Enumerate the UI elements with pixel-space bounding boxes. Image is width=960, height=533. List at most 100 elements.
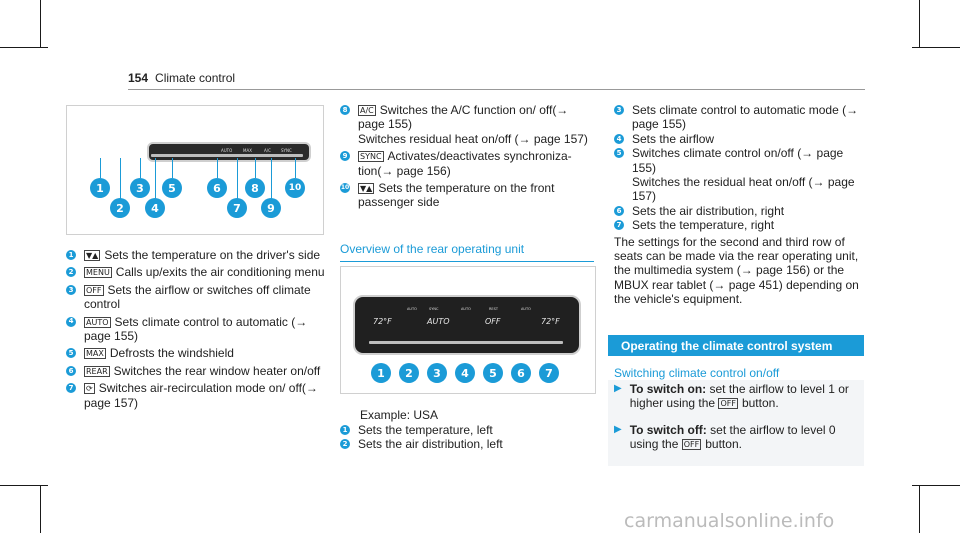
item-number: 9 — [340, 151, 350, 162]
instruction-on: ▶ To switch on: set the airflow to level… — [614, 382, 864, 411]
instruction-text: To switch on: set the airflow to level 1… — [630, 382, 864, 411]
menu-icon: MENU — [84, 267, 112, 279]
crop-mark — [919, 485, 920, 533]
watermark: carmanualsonline.info — [624, 510, 835, 532]
item-desc: Sets climate control to automatic (→ pag… — [84, 314, 308, 344]
crop-mark — [912, 485, 960, 486]
rear-section-heading: Overview of the rear operating unit — [340, 242, 594, 263]
callout-5: 5 — [162, 178, 182, 198]
off-label: OFF — [485, 317, 501, 326]
item-desc: Sets the airflow or switches off climate… — [84, 282, 311, 312]
callout-4: 4 — [145, 198, 165, 218]
item-number: 10 — [340, 183, 350, 194]
section-bar: Operating the climate control system — [608, 335, 864, 356]
item-number: 5 — [66, 348, 76, 359]
rear-legend-list-2: 3 Sets climate control to automatic mode … — [614, 103, 864, 307]
callout-line — [295, 158, 296, 178]
tiny-label: AUTO — [521, 307, 531, 311]
item-number: 3 — [614, 105, 624, 115]
crop-mark — [0, 485, 48, 486]
rear-heater-icon: REAR — [84, 365, 110, 377]
callout-2: 2 — [110, 198, 130, 218]
temp-right: 72°F — [541, 317, 560, 326]
button-strip — [151, 154, 303, 157]
item-desc: Switches the A/C function on/ off(→ page… — [358, 103, 569, 132]
defrost-icon: MAX — [84, 348, 106, 360]
crop-mark — [912, 47, 960, 48]
item-extra: Switches residual heat on/off (→ page 15… — [358, 131, 588, 146]
item-text: ▼▲Sets the temperature on the driver's s… — [84, 248, 320, 262]
item-extra: Switches the residual heat on/off (→ pag… — [632, 175, 855, 204]
item-number: 1 — [340, 425, 350, 435]
temp-arrows-icon: ▼▲ — [84, 250, 101, 261]
rear-callout-3: 3 — [427, 363, 447, 383]
item-number: 4 — [66, 316, 76, 327]
callout-9: 9 — [261, 198, 281, 218]
rear-panel-figure: 72°F 72°F AUTO OFF AUTO SYNC AUTO REST A… — [340, 266, 596, 394]
front-legend-list: 1 ▼▲Sets the temperature on the driver's … — [66, 248, 328, 413]
front-control-panel: AUTO MAX A/C SYNC — [147, 142, 311, 162]
panel-label: MAX — [243, 148, 252, 153]
arrow-right-icon: ▶ — [614, 423, 622, 435]
ac-icon: A/C — [358, 105, 376, 116]
rear-section: Overview of the rear operating unit — [340, 242, 594, 272]
panel-label: SYNC — [281, 148, 292, 153]
callout-7: 7 — [227, 198, 247, 218]
panel-label: A/C — [264, 148, 271, 153]
rear-control-panel: 72°F 72°F AUTO OFF AUTO SYNC AUTO REST A… — [353, 295, 581, 355]
crop-mark — [0, 47, 48, 48]
item-desc: Sets the temperature on the front passen… — [358, 181, 555, 210]
list-item: 6 Sets the air distribution, right — [614, 204, 864, 218]
fan-off-icon: OFF — [681, 439, 702, 451]
item-number: 6 — [614, 205, 624, 216]
item-desc: Sets the temperature on the driver's sid… — [104, 248, 321, 262]
auto-label: AUTO — [427, 317, 450, 326]
instructions: ▶ To switch on: set the airflow to level… — [608, 380, 864, 466]
instruction-tail: button. — [741, 396, 779, 411]
item-desc: Activates/deactivates synchroniza- tion(… — [358, 149, 572, 178]
callout-line — [271, 158, 272, 200]
callout-line — [255, 158, 256, 178]
item-number: 4 — [614, 133, 624, 144]
item-desc: Sets climate control to automatic mode (… — [632, 103, 859, 132]
instruction-off: ▶ To switch off: set the airflow to leve… — [614, 423, 864, 452]
list-item: 1 ▼▲Sets the temperature on the driver's … — [66, 248, 328, 262]
crop-mark — [919, 0, 920, 48]
item-number: 6 — [66, 365, 76, 376]
crop-mark — [40, 485, 41, 533]
callout-1: 1 — [90, 178, 110, 198]
fan-off-icon: OFF — [84, 284, 104, 296]
item-number: 1 — [66, 250, 76, 260]
callout-line — [155, 158, 156, 200]
tiny-label: AUTO — [407, 307, 417, 311]
item-number: 7 — [614, 220, 624, 231]
instruction-label: To switch off: — [629, 422, 707, 437]
item-desc: Defrosts the windshield — [109, 346, 234, 361]
rear-callout-7: 7 — [539, 363, 559, 383]
item-desc: Sets the air distribution, right — [632, 203, 785, 218]
instruction-label: To switch on: — [629, 382, 707, 396]
rear-callout-1: 1 — [371, 363, 391, 383]
settings-paragraph: The settings for the second and third ro… — [614, 234, 859, 307]
item-number: 8 — [340, 105, 350, 115]
instruction-body: set the airflow to level 1 or higher usi… — [629, 382, 849, 411]
crop-mark — [40, 0, 41, 48]
callout-line — [217, 158, 218, 178]
callout-8: 8 — [245, 178, 265, 198]
item-number: 2 — [66, 267, 76, 278]
figure-caption: Example: USA — [360, 408, 439, 422]
callout-line — [120, 158, 121, 200]
callout-line — [140, 158, 141, 178]
callout-line — [172, 158, 173, 178]
rear-legend: Example: USA — [360, 408, 594, 424]
